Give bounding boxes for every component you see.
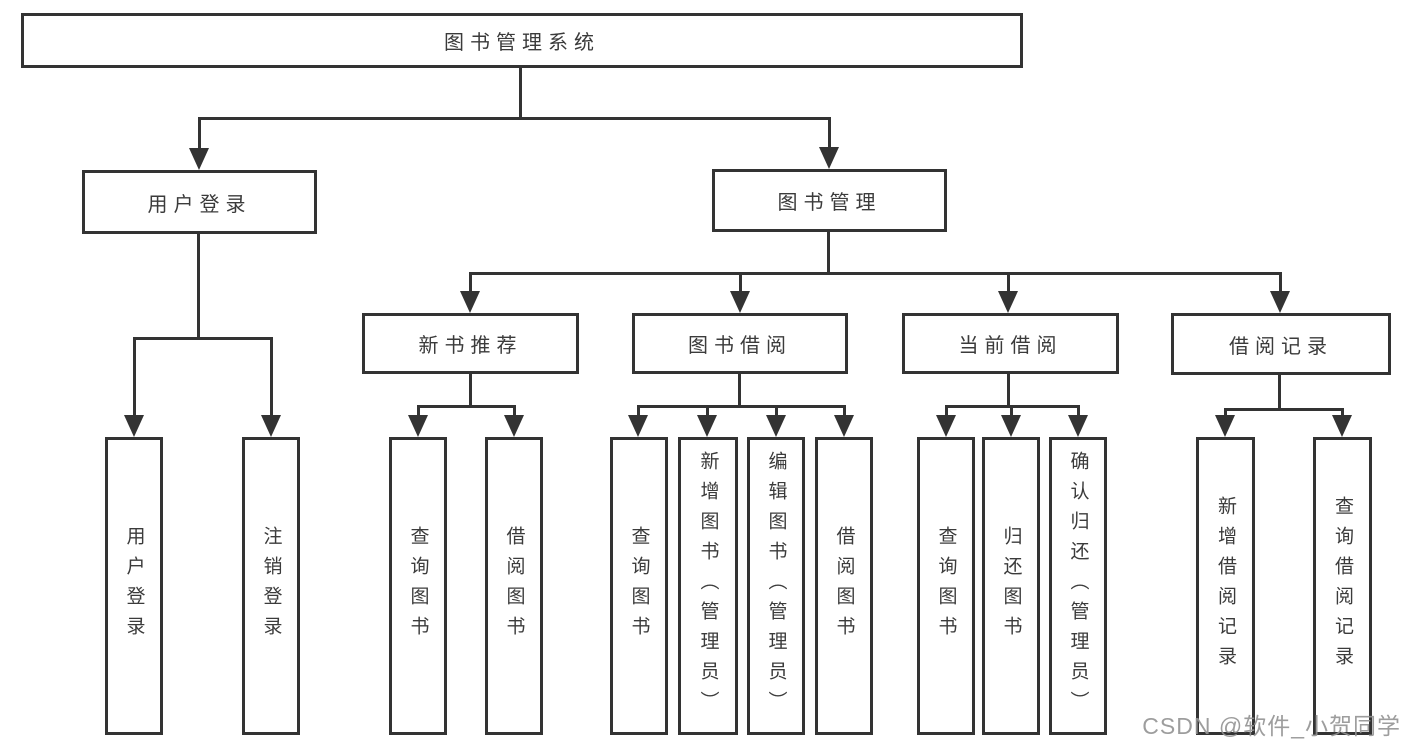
node-borrow-record: 借阅记录: [1171, 313, 1391, 375]
arrowhead-to-leaf-add-book: [697, 415, 717, 437]
node-leaf-logout-label: 注销登录: [260, 526, 282, 646]
arrowhead-to-leaf-user-login: [124, 415, 144, 437]
edge-to-leaf-add-book-line: [706, 405, 709, 418]
arrowhead-to-book-borrow: [730, 291, 750, 313]
arrowhead-to-leaf-add-record: [1215, 415, 1235, 437]
node-leaf-add-book-label: 新增图书（管理员）: [697, 451, 719, 721]
node-leaf-query-book-1: 查询图书: [389, 437, 447, 735]
edge-new-book-rec-stem: [469, 374, 472, 405]
node-book-mgmt-label: 图书管理: [777, 192, 882, 214]
node-leaf-query-book-2: 查询图书: [610, 437, 668, 735]
node-leaf-confirm-return: 确认归还（管理员）: [1049, 437, 1107, 735]
node-leaf-confirm-return-label: 确认归还（管理员）: [1067, 451, 1089, 721]
arrowhead-to-leaf-query-book-3: [936, 415, 956, 437]
arrowhead-to-new-book-rec: [460, 291, 480, 313]
edge-root-bus: [198, 117, 831, 120]
edge-to-leaf-query-book-2-line: [637, 405, 640, 418]
edge-to-book-borrow-line: [739, 272, 742, 294]
node-leaf-user-login: 用户登录: [105, 437, 163, 735]
edge-current-borrow-stem: [1007, 374, 1010, 405]
node-book-borrow-label: 图书借阅: [688, 335, 792, 357]
edge-book-mgmt-stem: [827, 232, 830, 272]
node-new-book-rec-label: 新书推荐: [418, 335, 523, 357]
edge-borrow-record-stem: [1278, 375, 1281, 408]
edge-to-leaf-logout-line: [270, 337, 273, 418]
watermark: CSDN @软件_小贺同学: [1142, 713, 1401, 739]
node-leaf-add-record-label: 新增借阅记录: [1215, 496, 1236, 676]
node-leaf-edit-book-label: 编辑图书（管理员）: [765, 451, 787, 721]
node-leaf-return-book-label: 归还图书: [1000, 526, 1022, 646]
edge-book-mgmt-bus: [469, 272, 1282, 275]
node-leaf-query-record: 查询借阅记录: [1313, 437, 1372, 735]
edge-to-leaf-borrow-book-1-line: [513, 405, 516, 418]
edge-user-login-bus: [133, 337, 273, 340]
edge-to-leaf-confirm-return-line: [1077, 405, 1080, 418]
node-leaf-query-book-3: 查询图书: [917, 437, 975, 735]
arrowhead-to-leaf-borrow-book-1: [504, 415, 524, 437]
node-leaf-query-book-3-label: 查询图书: [935, 526, 957, 646]
arrowhead-to-leaf-query-book-1: [408, 415, 428, 437]
node-leaf-add-book: 新增图书（管理员）: [678, 437, 738, 735]
edge-to-leaf-add-record-line: [1224, 408, 1227, 418]
edge-user-login-stem: [197, 234, 200, 337]
edge-to-leaf-query-book-3-line: [945, 405, 948, 418]
edge-to-current-borrow-line: [1007, 272, 1010, 294]
node-leaf-query-record-label: 查询借阅记录: [1332, 496, 1353, 676]
node-leaf-query-book-2-label: 查询图书: [628, 526, 650, 646]
node-leaf-return-book: 归还图书: [982, 437, 1040, 735]
arrowhead-to-book-mgmt: [819, 147, 839, 169]
arrowhead-to-leaf-logout: [261, 415, 281, 437]
arrowhead-to-leaf-query-record: [1332, 415, 1352, 437]
edge-to-leaf-query-book-1-line: [417, 405, 420, 418]
node-user-login-label: 用户登录: [147, 193, 252, 216]
node-borrow-record-label: 借阅记录: [1229, 335, 1333, 358]
node-leaf-borrow-book-2-label: 借阅图书: [833, 526, 855, 646]
node-current-borrow: 当前借阅: [902, 313, 1119, 374]
node-root-label: 图书管理系统: [444, 32, 600, 54]
node-leaf-borrow-book-1-label: 借阅图书: [503, 526, 525, 646]
edge-to-leaf-borrow-book-2-line: [843, 405, 846, 418]
node-leaf-user-login-label: 用户登录: [123, 526, 145, 646]
edge-root-stem: [519, 68, 522, 117]
node-current-borrow-label: 当前借阅: [958, 335, 1063, 357]
node-new-book-rec: 新书推荐: [362, 313, 579, 374]
arrowhead-to-leaf-borrow-book-2: [834, 415, 854, 437]
node-leaf-add-record: 新增借阅记录: [1196, 437, 1255, 735]
arrowhead-to-leaf-query-book-2: [628, 415, 648, 437]
edge-to-book-mgmt-line: [828, 117, 831, 149]
edge-to-leaf-return-book-line: [1010, 405, 1013, 418]
node-book-mgmt: 图书管理: [712, 169, 947, 232]
edge-book-borrow-stem: [738, 374, 741, 405]
edge-to-new-book-rec-line: [469, 272, 472, 294]
edge-to-leaf-user-login-line: [133, 337, 136, 418]
node-leaf-query-book-1-label: 查询图书: [407, 526, 429, 646]
node-leaf-edit-book: 编辑图书（管理员）: [747, 437, 805, 735]
edge-to-leaf-query-record-line: [1341, 408, 1344, 418]
arrowhead-to-borrow-record: [1270, 291, 1290, 313]
edge-new-book-rec-bus: [417, 405, 516, 408]
arrowhead-to-leaf-confirm-return: [1068, 415, 1088, 437]
arrowhead-to-current-borrow: [998, 291, 1018, 313]
node-leaf-borrow-book-1: 借阅图书: [485, 437, 543, 735]
node-leaf-borrow-book-2: 借阅图书: [815, 437, 873, 735]
node-book-borrow: 图书借阅: [632, 313, 848, 374]
node-root: 图书管理系统: [21, 13, 1023, 68]
arrowhead-to-leaf-edit-book: [766, 415, 786, 437]
node-leaf-logout: 注销登录: [242, 437, 300, 735]
arrowhead-to-leaf-return-book: [1001, 415, 1021, 437]
edge-to-user-login-line: [198, 117, 201, 150]
edge-book-borrow-bus: [637, 405, 846, 408]
arrowhead-to-user-login: [189, 148, 209, 170]
edge-to-borrow-record-line: [1279, 272, 1282, 294]
node-user-login: 用户登录: [82, 170, 317, 234]
edge-to-leaf-edit-book-line: [775, 405, 778, 418]
edge-borrow-record-bus: [1224, 408, 1344, 411]
